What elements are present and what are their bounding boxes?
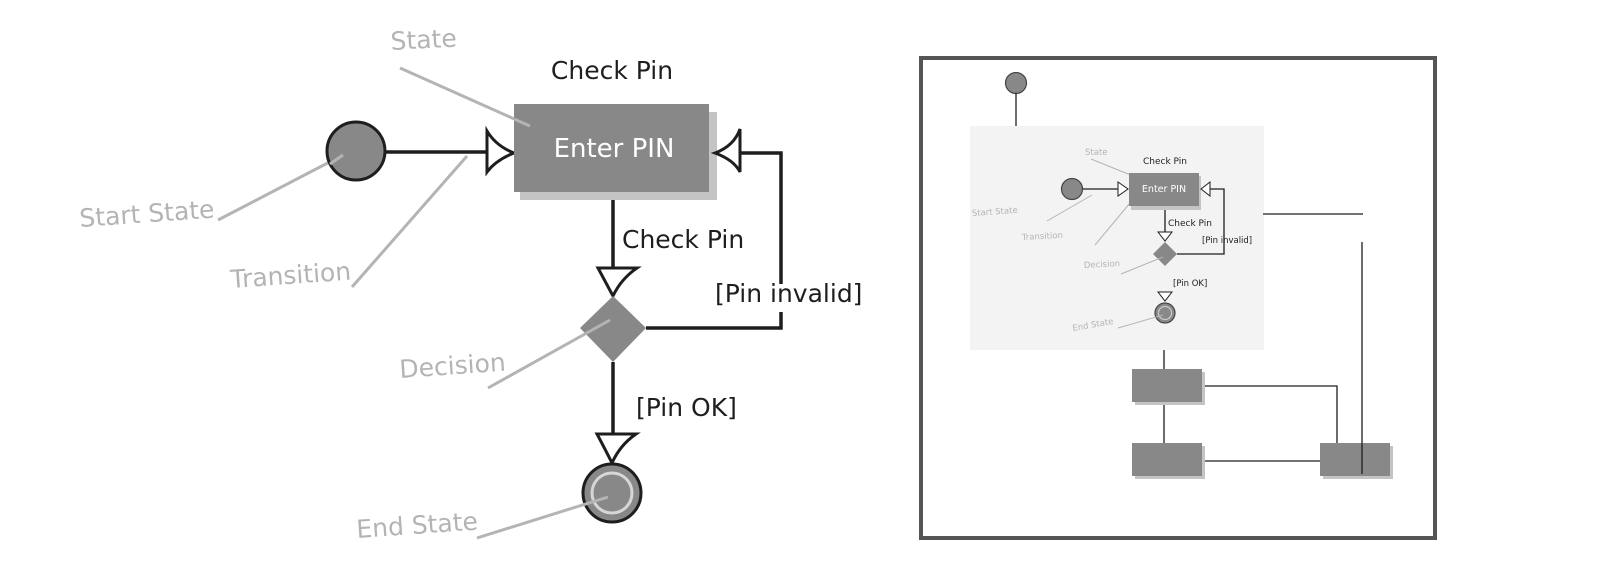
guard-invalid-bg xyxy=(760,284,800,312)
thumb-annotation-decision: Decision xyxy=(1084,259,1121,271)
thumb-enter-pin-state[interactable] xyxy=(1129,173,1199,206)
thumb-state-group-title: Check Pin xyxy=(1143,157,1187,167)
annotation-end-state: End State xyxy=(355,507,478,544)
state-leader-overlay xyxy=(513,117,531,128)
arrowhead-loop-icon xyxy=(710,128,742,173)
guard-invalid-label: [Pin invalid] xyxy=(715,279,862,308)
thumb-check-pin-label: Check Pin xyxy=(1168,219,1212,229)
end-state-leader-line xyxy=(476,495,609,540)
thumb-start-leader xyxy=(1046,194,1093,222)
thumb-transition-leader xyxy=(1094,196,1136,246)
thumb-arrowhead-loop-icon xyxy=(1200,180,1211,198)
guard-ok-label: [Pin OK] xyxy=(636,393,737,422)
transition-pin-invalid[interactable] xyxy=(646,151,783,330)
thumb-enter-pin-label: Enter PIN xyxy=(1142,184,1186,195)
transition-check-pin-label: Check Pin xyxy=(622,225,744,254)
thumb-outer-start-node[interactable] xyxy=(1004,71,1028,95)
decision-leader-line xyxy=(487,318,611,390)
thumb-decision-node[interactable] xyxy=(1153,242,1177,266)
thumb-empty-state-3[interactable] xyxy=(1320,443,1390,476)
enter-pin-state[interactable] xyxy=(514,104,709,192)
thumb-guard-invalid-label: [Pin invalid] xyxy=(1202,236,1252,246)
state-leader-line xyxy=(399,66,531,128)
thumb-guard-ok-label: [Pin OK] xyxy=(1173,279,1207,289)
thumb-arrowhead-decision-icon xyxy=(1156,231,1174,242)
thumb-mini-diagram: Enter PIN Check Pin Check Pin [Pin inval… xyxy=(972,148,1253,334)
thumb-arrowhead-enter-icon xyxy=(1117,181,1129,197)
state-group-title: Check Pin xyxy=(551,56,673,85)
start-state-leader-overlay xyxy=(329,153,344,166)
thumb-start-node[interactable] xyxy=(1060,177,1084,201)
enter-pin-label: Enter PIN xyxy=(554,134,675,164)
thumb-end-leader xyxy=(1117,314,1164,329)
thumb-transition-invalid xyxy=(1177,188,1225,255)
thumb-end-inner-ring xyxy=(1158,306,1172,320)
annotation-decision: Decision xyxy=(398,348,506,384)
thumb-state1-to-state3 xyxy=(1205,385,1338,443)
arrowhead-enter-icon xyxy=(485,125,519,177)
thumb-empty-state-2[interactable] xyxy=(1132,443,1202,476)
start-state-node[interactable] xyxy=(325,120,387,182)
end-state-inner-ring xyxy=(590,471,634,515)
thumb-arrowhead-end-icon xyxy=(1156,291,1174,302)
start-state-leader-line xyxy=(217,153,344,222)
annotation-state: State xyxy=(390,24,458,56)
thumb-decision-leader xyxy=(1120,256,1164,275)
thumb-empty-state-1[interactable] xyxy=(1132,369,1202,402)
thumb-annotation-state: State xyxy=(1085,148,1108,158)
decision-node[interactable] xyxy=(580,296,646,362)
thumb-composite-state[interactable] xyxy=(970,126,1264,350)
thumb-annotation-start-state: Start State xyxy=(972,206,1019,219)
thumb-annotation-transition: Transition xyxy=(1021,231,1064,243)
thumbnail-frame: Enter PIN Check Pin Check Pin [Pin inval… xyxy=(919,56,1437,540)
main-diagram: Enter PIN Check Pin Check Pin [Pin inval… xyxy=(78,24,862,544)
transition-leader-line xyxy=(350,155,469,288)
thumb-end-node[interactable] xyxy=(1154,302,1176,324)
annotation-transition: Transition xyxy=(228,257,352,294)
arrowhead-decision-icon xyxy=(595,266,642,300)
annotation-start-state: Start State xyxy=(78,195,215,233)
arrowhead-end-icon xyxy=(594,432,641,467)
